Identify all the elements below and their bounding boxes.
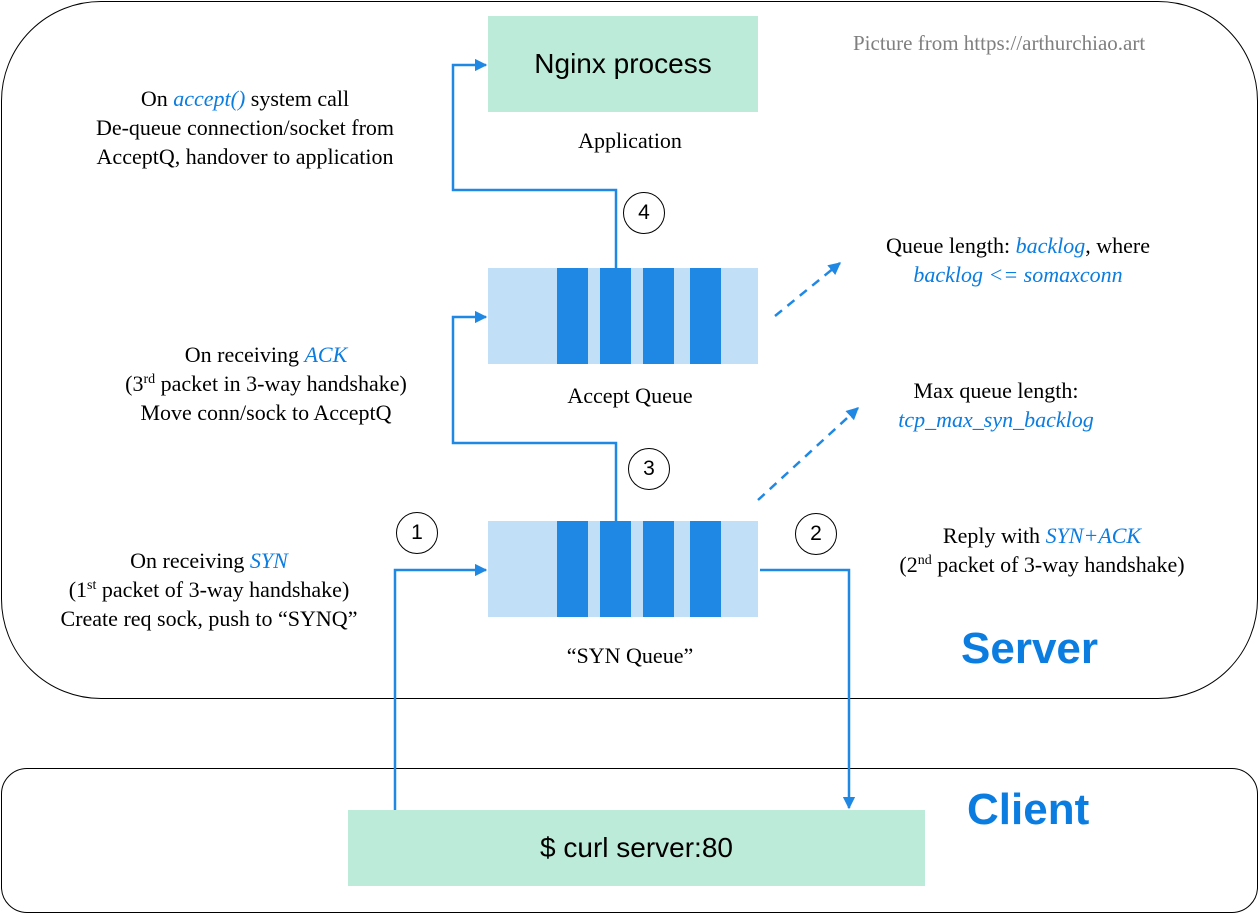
syn-ack-term: SYN+ACK [1045,523,1142,548]
step-badge-2: 2 [795,513,837,555]
accept-queue [488,268,758,364]
note-line: AcceptQ, handover to application [96,144,394,169]
note-line: Move conn/sock to AcceptQ [140,400,392,425]
curl-command-label: $ curl server:80 [540,832,733,863]
syn-note: On receiving SYN (1st packet of 3-way ha… [4,546,414,633]
ack-term: ACK [304,342,348,367]
syn-term: SYN [249,548,288,573]
accept-queue-caption: Accept Queue [567,383,693,408]
step-badge-4: 4 [623,192,665,234]
tcp-max-syn-backlog-term: tcp_max_syn_backlog [898,407,1094,432]
ack-arrow [451,310,618,521]
note-line: Max queue length: [913,378,1079,403]
queue-slot [690,521,721,617]
client-panel [1,768,1258,913]
queue-slot [557,521,588,617]
step-badge-3: 3 [628,448,670,490]
queue-length-note: Queue length: backlog, where backlog <= … [838,231,1198,289]
curl-command-box: $ curl server:80 [348,810,925,886]
queue-slot [643,268,674,364]
note-line: Reply with SYN+ACK [942,523,1142,548]
max-length-pointer [757,407,859,501]
ack-note: On receiving ACK (3rd packet in 3-way ha… [61,340,471,427]
accept-arrow [451,58,618,268]
note-line: (1st packet of 3-way handshake) [68,577,350,602]
queue-length-pointer [774,262,841,317]
reply-note: Reply with SYN+ACK (2nd packet of 3-way … [862,521,1222,579]
queue-slot [600,521,631,617]
server-label: Server [961,624,1099,673]
accept-call-term: accept() [173,86,246,111]
syn-arrow [393,563,488,810]
note-line: (2nd packet of 3-way handshake) [899,552,1185,577]
note-line: On accept() system call [140,86,350,111]
queue-slot [643,521,674,617]
note-line: backlog <= somaxconn [838,260,1198,289]
client-label: Client [967,785,1090,834]
note-line: Create req sock, push to “SYNQ” [60,606,358,631]
credit-text: Picture from https://arthurchiao.art [853,31,1146,55]
note-line: On receiving ACK [184,342,348,367]
application-caption: Application [578,128,682,153]
note-line: (3rd packet in 3-way handshake) [125,371,407,396]
step-badge-1: 1 [396,512,438,554]
syn-ack-arrow [760,568,856,810]
backlog-formula: backlog <= somaxconn [913,262,1123,287]
queue-slot [600,268,631,364]
note-line: On receiving SYN [130,548,288,573]
accept-call-note: On accept() system call De-queue connect… [40,84,450,171]
queue-slot [557,268,588,364]
queue-slot [690,268,721,364]
note-line: Queue length: backlog, where [886,233,1150,258]
nginx-process-label: Nginx process [534,48,712,79]
backlog-term: backlog [1015,233,1086,258]
note-line: De-queue connection/socket from [95,115,395,140]
max-queue-length-note: Max queue length: tcp_max_syn_backlog [846,376,1146,434]
nginx-process-box: Nginx process [488,16,758,112]
server-panel [1,1,1258,699]
syn-queue-caption: “SYN Queue” [566,643,694,668]
syn-queue [488,521,758,617]
note-line: tcp_max_syn_backlog [846,405,1146,434]
